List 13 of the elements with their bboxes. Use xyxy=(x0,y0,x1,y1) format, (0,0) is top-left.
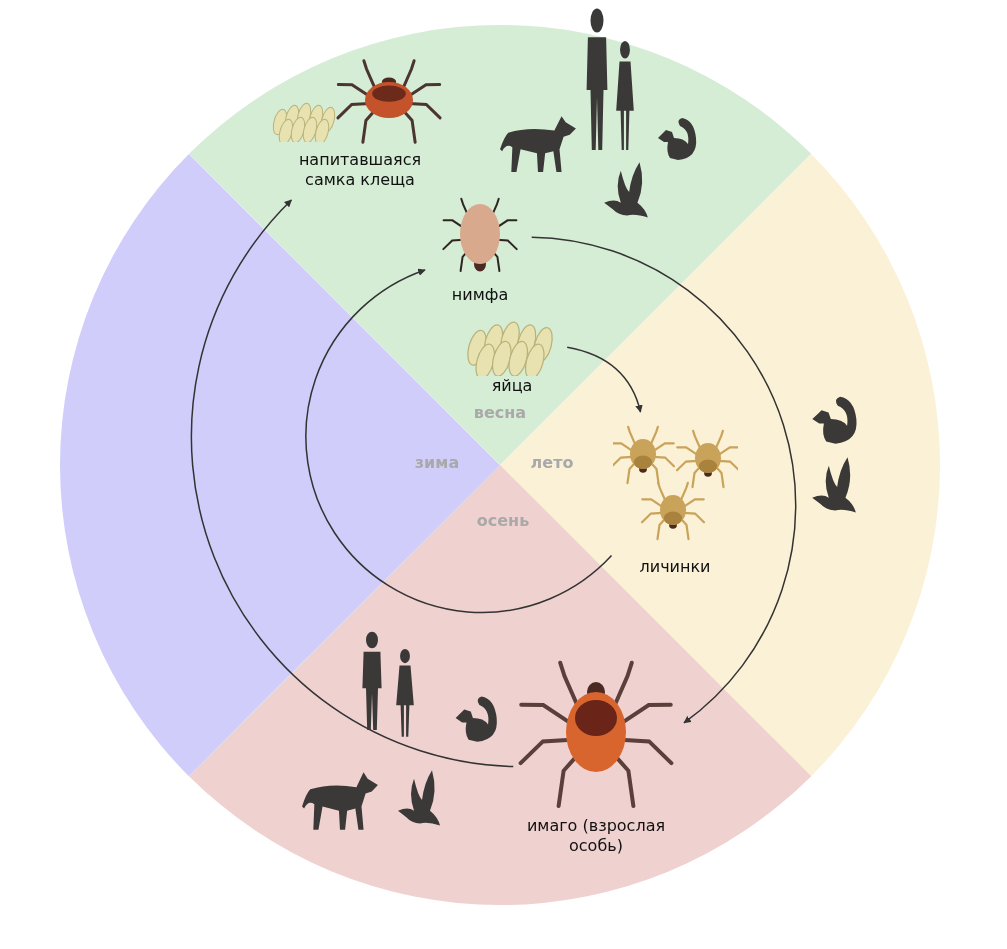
stage-label: напитавшаяся самка клеща xyxy=(297,150,423,190)
cycle-arrow xyxy=(566,346,643,413)
stage-label: яйца xyxy=(491,376,533,396)
cycle-arrow xyxy=(530,236,797,724)
season-label: лето xyxy=(530,452,574,472)
season-label: весна xyxy=(473,402,527,422)
stage-label: имаго (взрослая особь) xyxy=(525,816,667,856)
cycle-arrow xyxy=(191,199,515,768)
cycle-arrow xyxy=(305,269,613,614)
season-label: осень xyxy=(476,510,530,530)
season-label: зима xyxy=(414,452,460,472)
stage-label: личинки xyxy=(639,557,711,577)
stage-label: нимфа xyxy=(451,285,509,305)
